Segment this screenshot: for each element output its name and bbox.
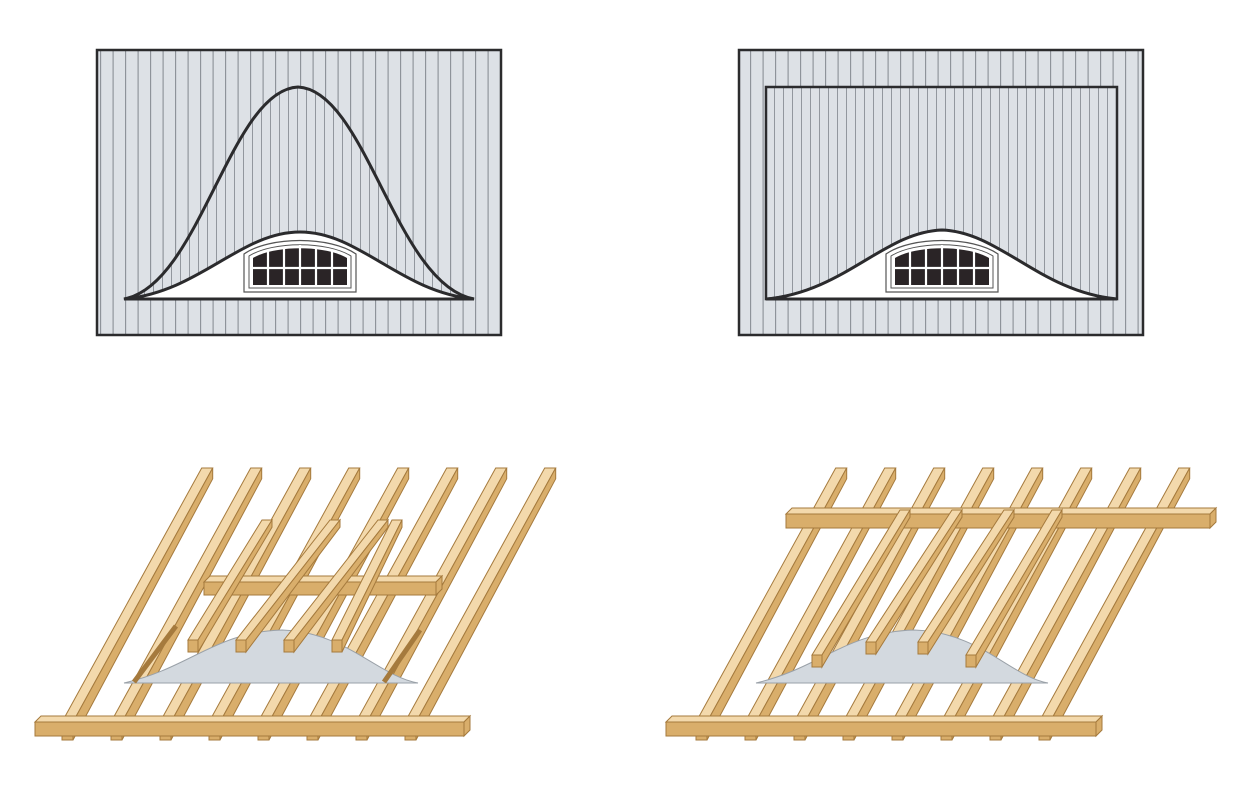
rafter-end	[917, 641, 929, 655]
dormer-header	[202, 574, 444, 597]
jack-rafter	[865, 508, 963, 656]
beam-face	[665, 721, 1097, 737]
beam-end	[463, 714, 471, 738]
beam-face	[34, 721, 465, 737]
framing-upper-purlin	[664, 467, 1218, 741]
rafter-side	[875, 508, 963, 656]
eyebrow-roof-area	[123, 85, 475, 301]
eyebrow-window	[243, 239, 357, 293]
beam-end	[1209, 506, 1217, 530]
trimmer	[381, 628, 423, 684]
beam-end	[435, 574, 443, 597]
wall-plate	[664, 714, 1104, 738]
jack-rafter	[917, 508, 1015, 656]
framing-header-between-rafters	[33, 467, 557, 741]
wall-plate	[33, 714, 472, 738]
dormer-sheathing	[755, 629, 1049, 684]
rafter-side	[197, 518, 273, 654]
rafter-end	[331, 639, 343, 653]
beam-top	[784, 507, 1218, 515]
rafter-end	[865, 641, 877, 655]
rafter-side	[927, 508, 1015, 656]
rafter-side	[341, 519, 403, 653]
rafter-end	[283, 639, 295, 653]
eyebrow-window	[885, 239, 999, 293]
dormer-sheathing	[123, 629, 419, 684]
beam-top	[33, 715, 472, 723]
rafter-side	[975, 508, 1063, 669]
beam-top	[664, 715, 1104, 723]
jack-rafter	[187, 518, 273, 654]
rafter-end	[187, 639, 199, 653]
elevation-tall-bell	[95, 48, 503, 337]
trimmer	[132, 624, 178, 684]
rafter-end	[965, 654, 977, 668]
jack-rafter	[965, 508, 1063, 669]
beam-end	[1095, 714, 1103, 738]
rafter-side	[245, 518, 341, 654]
rafter-end	[811, 654, 823, 668]
jack-rafter	[234, 518, 342, 654]
jack-rafter	[331, 519, 403, 653]
rafter-end	[235, 639, 247, 653]
jack-rafter	[811, 508, 911, 669]
elevation-framed-bell	[737, 48, 1145, 337]
rafter-side	[821, 508, 911, 669]
